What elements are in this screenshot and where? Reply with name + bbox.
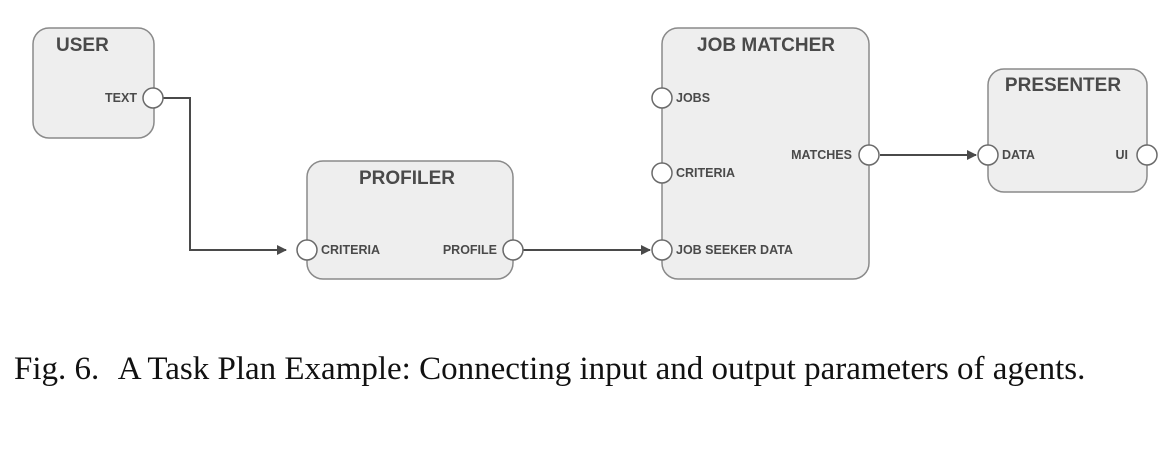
presenter-box: PRESENTER DATA UI xyxy=(977,68,1158,193)
presenter-ui-port[interactable] xyxy=(1136,144,1158,166)
figure-caption-text: A Task Plan Example: Connecting input an… xyxy=(117,351,1086,387)
user-box: USER TEXT xyxy=(32,27,164,139)
profiler-profile-port[interactable] xyxy=(502,239,524,261)
user-text-port[interactable] xyxy=(142,87,164,109)
presenter-ui-port-label: UI xyxy=(1116,148,1129,162)
connector-user-text-to-profiler-criteria xyxy=(163,97,287,255)
profiler-criteria-port-label: CRITERIA xyxy=(321,243,380,257)
user-title: USER xyxy=(56,35,109,56)
job-matcher-matches-port-label: MATCHES xyxy=(791,148,852,162)
job-matcher-matches-port[interactable] xyxy=(858,144,880,166)
job-matcher-criteria-port[interactable] xyxy=(651,162,673,184)
user-text-port-label: TEXT xyxy=(105,91,137,105)
figure-caption: Fig. 6. A Task Plan Example: Connecting … xyxy=(14,350,1164,388)
task-plan-diagram: USER TEXT PROFILER CRITERIA PROFILE JOB … xyxy=(32,27,1158,280)
job-matcher-criteria-port-label: CRITERIA xyxy=(676,166,735,180)
job-matcher-title: JOB MATCHER xyxy=(697,35,835,56)
job-matcher-jobs-port[interactable] xyxy=(651,87,673,109)
profiler-title: PROFILER xyxy=(359,168,455,189)
profiler-criteria-port[interactable] xyxy=(296,239,318,261)
job-matcher-job-seeker-data-port-label: JOB SEEKER DATA xyxy=(676,243,793,257)
presenter-title: PRESENTER xyxy=(1005,75,1121,96)
profiler-box: PROFILER CRITERIA PROFILE xyxy=(296,160,524,280)
presenter-data-port[interactable] xyxy=(977,144,999,166)
job-matcher-jobs-port-label: JOBS xyxy=(676,91,710,105)
connectors xyxy=(163,97,977,255)
job-matcher-job-seeker-data-port[interactable] xyxy=(651,239,673,261)
profiler-profile-port-label: PROFILE xyxy=(443,243,497,257)
presenter-data-port-label: DATA xyxy=(1002,148,1035,162)
figure-number: Fig. 6. xyxy=(14,351,100,387)
job-matcher-box: JOB MATCHER JOBS CRITERIA JOB SEEKER DAT… xyxy=(651,27,880,280)
